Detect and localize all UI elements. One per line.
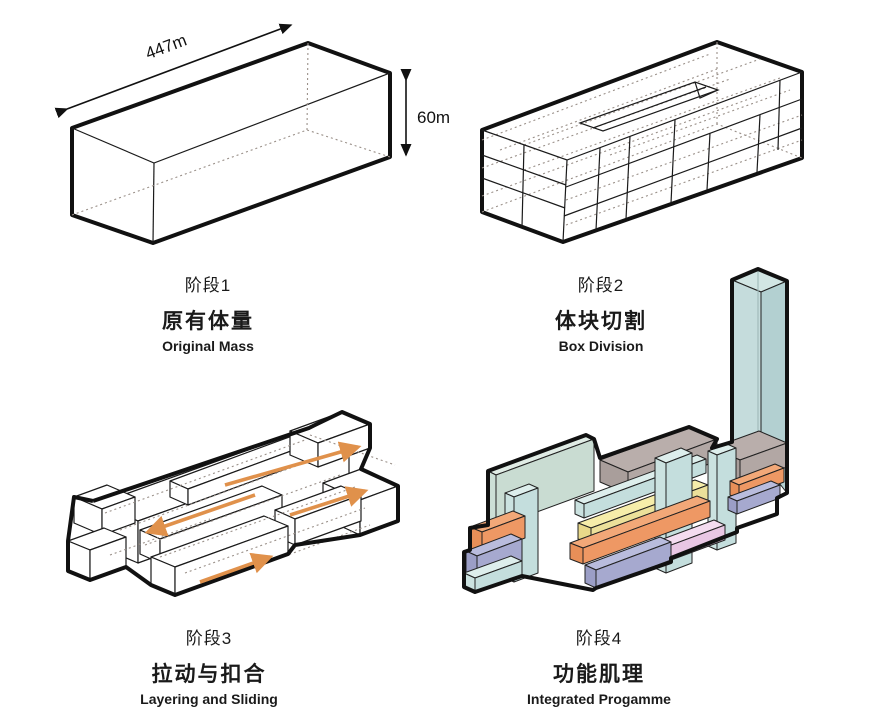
stage2-number: 阶段2 [577, 276, 625, 295]
stage2-title-zh: 体块切割 [555, 310, 647, 333]
divided-box [480, 40, 804, 244]
stage1-diagram: 447m 60m [54, 23, 450, 245]
program-massing [462, 267, 789, 594]
stage3-title-en: Layering and Sliding [140, 691, 278, 707]
dimension-label-height: 60m [417, 108, 450, 127]
stage4-title-en: Integrated Progamme [527, 691, 671, 707]
stage1-title-en: Original Mass [162, 338, 254, 354]
original-mass-box [70, 41, 392, 245]
slide-arrow-icon [224, 441, 362, 487]
slide-arrow-icon [289, 486, 369, 517]
stage2-title-en: Box Division [558, 338, 644, 354]
stage1-caption: 阶段1 原有体量 Original Mass [58, 271, 358, 354]
stage1-title-zh: 原有体量 [162, 310, 254, 333]
stage4-title-zh: 功能肌理 [553, 663, 645, 686]
slide-arrow-icon [199, 552, 274, 584]
stage3-diagram [66, 410, 400, 597]
stage3-number: 阶段3 [185, 629, 233, 648]
stage2-caption: 阶段2 体块切割 Box Division [451, 271, 751, 354]
dimension-height: 60m [400, 68, 450, 157]
dimension-label-length: 447m [143, 31, 189, 64]
stage3-title-zh: 拉动与扣合 [151, 663, 267, 686]
sliding-boxes [66, 410, 400, 597]
stage4-diagram [462, 267, 789, 594]
stage4-number: 阶段4 [575, 629, 623, 648]
slide-arrow-icon [144, 493, 256, 537]
dimension-arrow-length [54, 23, 293, 119]
stage4-caption: 阶段4 功能肌理 Integrated Progamme [449, 624, 749, 707]
stage2-diagram [480, 40, 804, 244]
stage3-caption: 阶段3 拉动与扣合 Layering and Sliding [59, 624, 359, 707]
stage1-number: 阶段1 [184, 276, 232, 295]
slide-direction-arrows [144, 441, 369, 584]
